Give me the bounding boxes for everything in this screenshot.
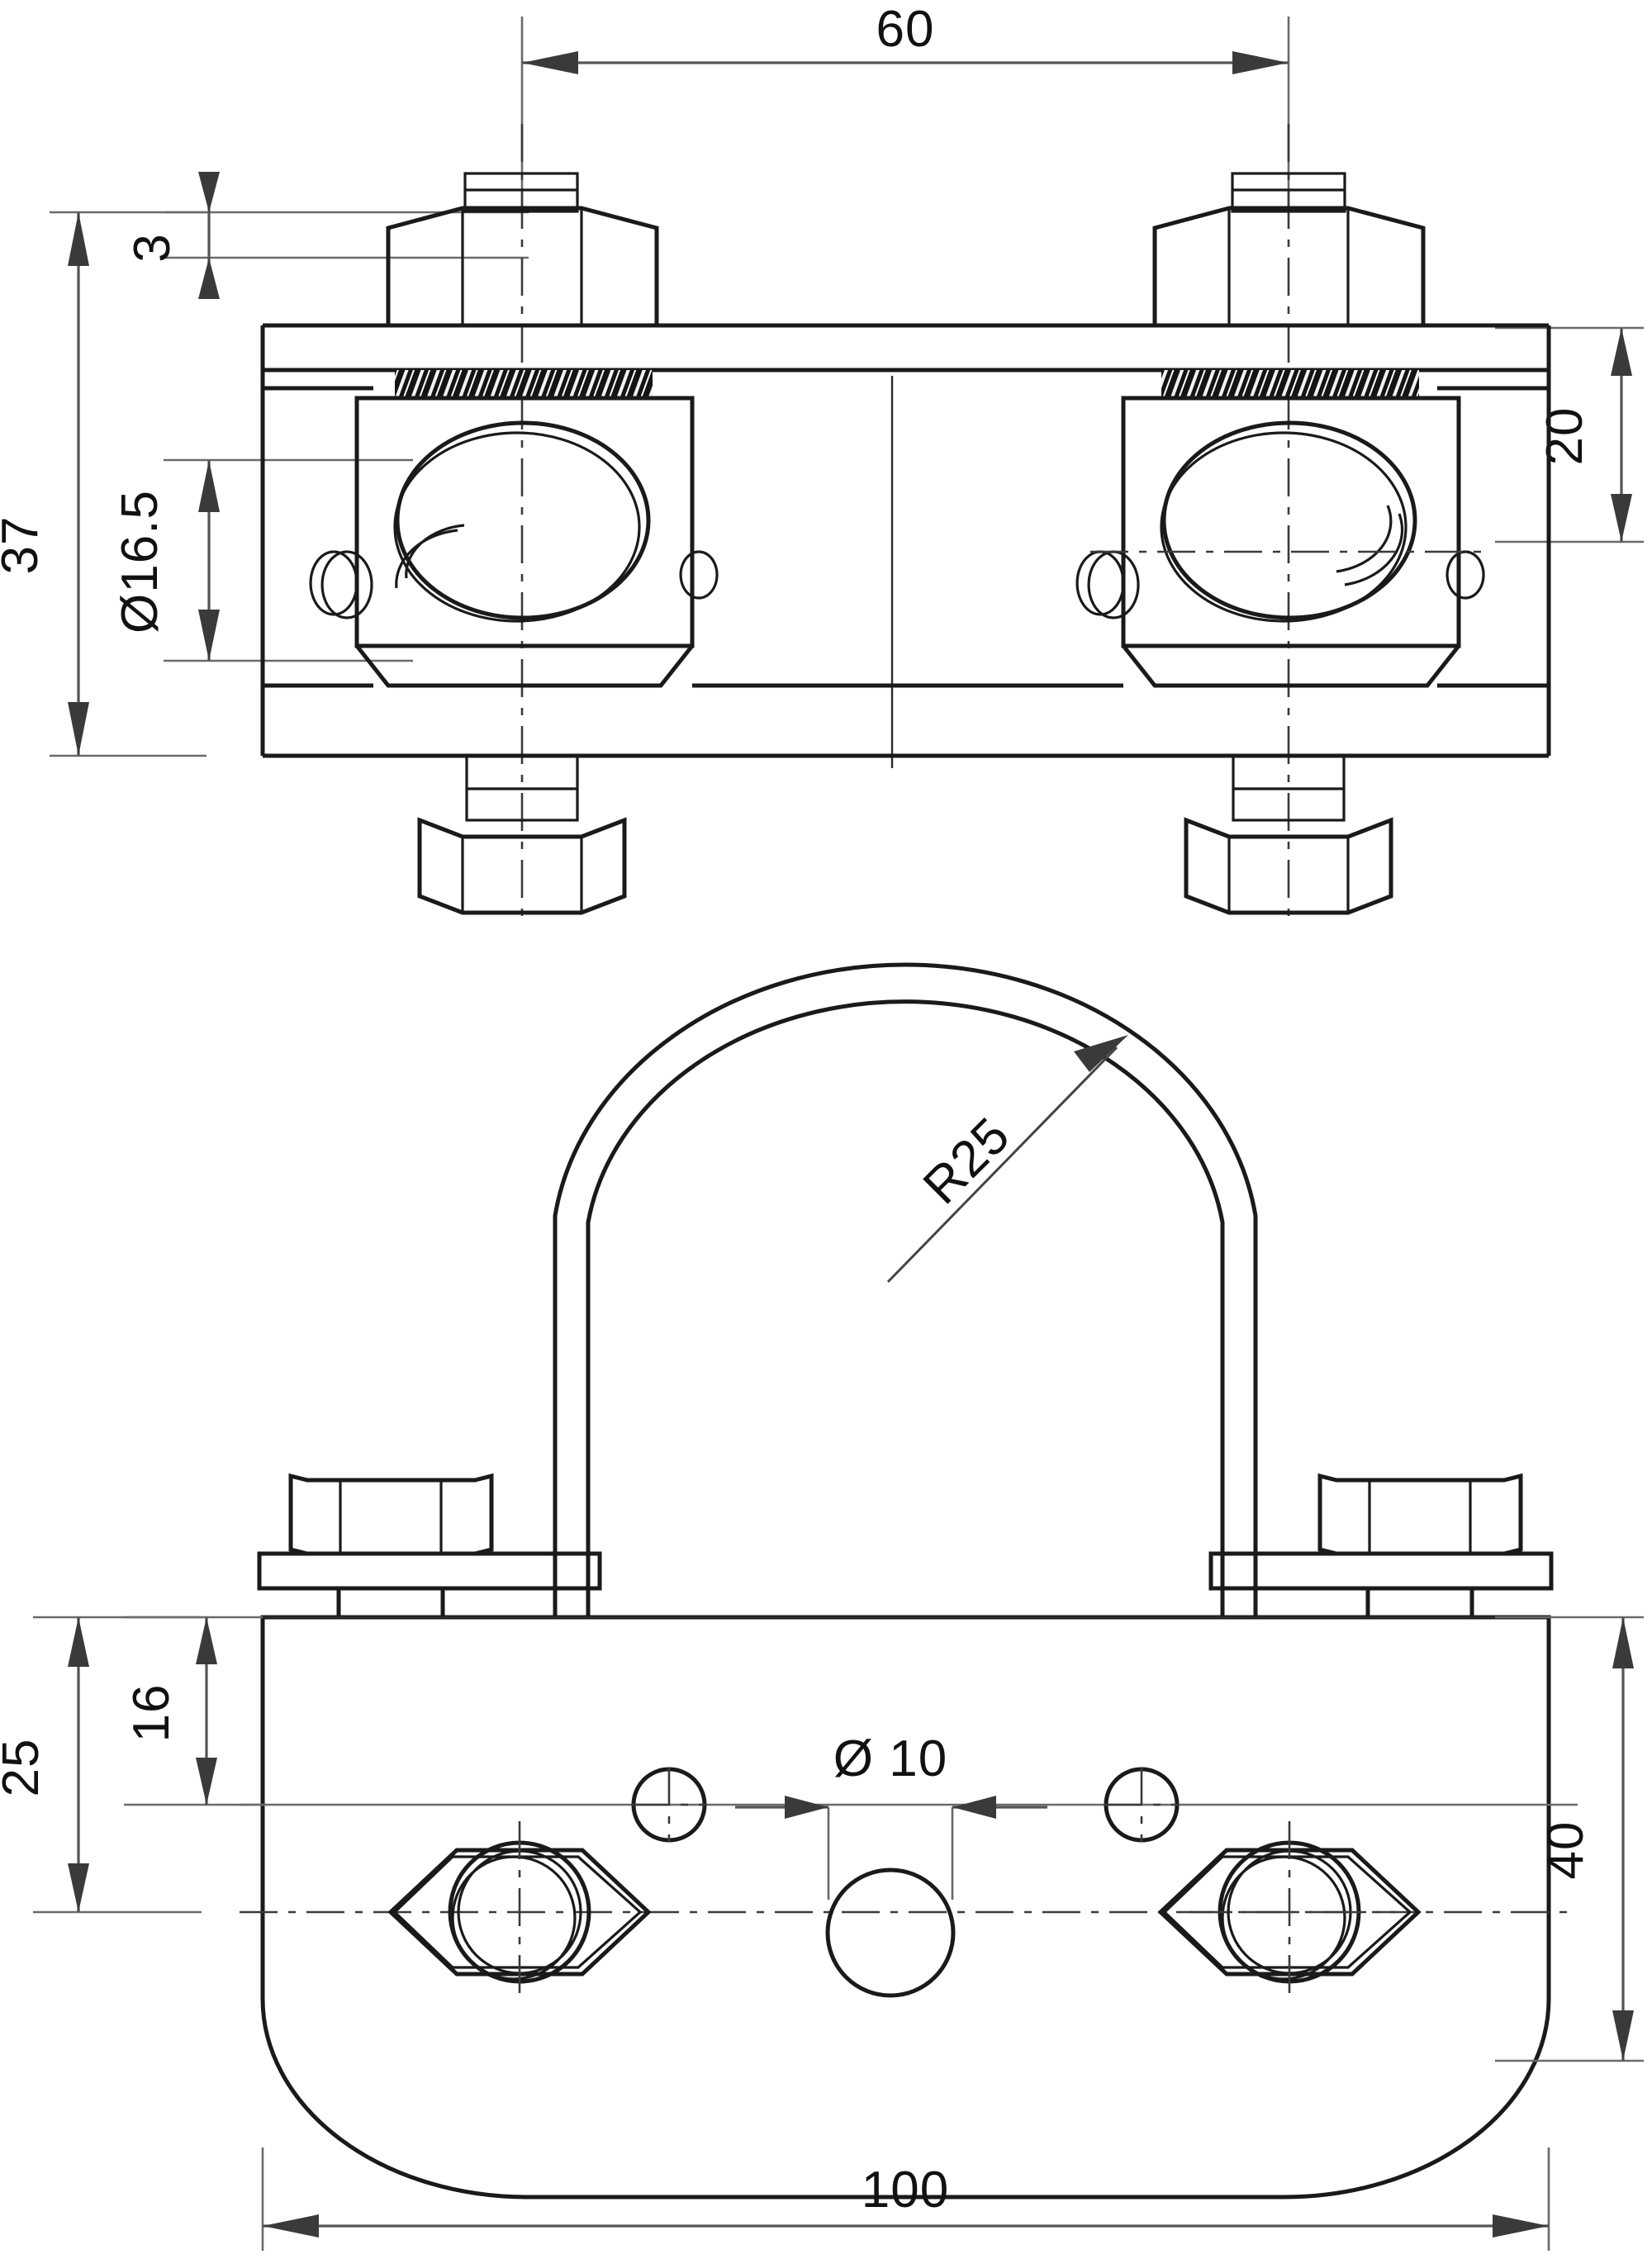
dim-d16-5-label: Ø16.5: [112, 490, 169, 634]
dim-20-label: 20: [1536, 407, 1593, 466]
dim-25: 25: [0, 1616, 202, 1914]
dim-40-label: 40: [1537, 1821, 1594, 1880]
right-lower-nut: [1184, 754, 1393, 915]
right-upper-nut: [1152, 172, 1426, 328]
right-small-stud-circle: [1104, 1767, 1180, 1843]
dim-40: 40: [1495, 1616, 1644, 2062]
left-clamp-block: [309, 370, 719, 688]
dim-60: 60: [520, 1, 1290, 211]
front-elevation-view: 60 3 37 Ø16.5: [0, 1, 1644, 917]
right-plan-hex-nut: [1157, 1821, 1422, 2003]
left-serrated-washer: [395, 370, 653, 398]
dim-37-label: 37: [0, 516, 49, 575]
left-plan-hex-nut: [387, 1821, 652, 2003]
dim-60-label: 60: [876, 1, 935, 58]
right-clamp-block: [1075, 370, 1487, 688]
dim-37: 37: [0, 211, 206, 757]
left-lower-nut: [417, 754, 627, 915]
dim-16-label: 16: [123, 1684, 180, 1743]
dim-25-label: 25: [0, 1739, 50, 1797]
centre-hole-d10: [825, 1867, 956, 1998]
plan-body-outline: [260, 1615, 1551, 2200]
bottom-plan-view: Ø 10 16 25 40: [0, 1615, 1644, 2251]
dim-3: 3: [124, 172, 529, 299]
dim-16: 16: [123, 1616, 263, 1806]
right-bracket-foot: [1208, 1473, 1554, 1617]
dim-20: 20: [1495, 326, 1644, 543]
left-small-stud-circle: [631, 1767, 707, 1843]
left-bracket-foot: [257, 1473, 602, 1617]
dim-100: 100: [261, 2147, 1550, 2251]
right-serrated-washer: [1161, 370, 1419, 398]
dim-d16-5: Ø16.5: [112, 458, 413, 662]
dim-d10-label: Ø 10: [833, 1730, 947, 1787]
left-upper-nut: [386, 172, 659, 328]
dim-100-label: 100: [862, 2162, 949, 2219]
dim-3-label: 3: [124, 233, 181, 262]
dim-d10: Ø 10: [735, 1730, 1047, 1900]
u-strap-outer-profile: [553, 962, 1258, 1617]
u-strap-inner-profile: [586, 999, 1225, 1617]
